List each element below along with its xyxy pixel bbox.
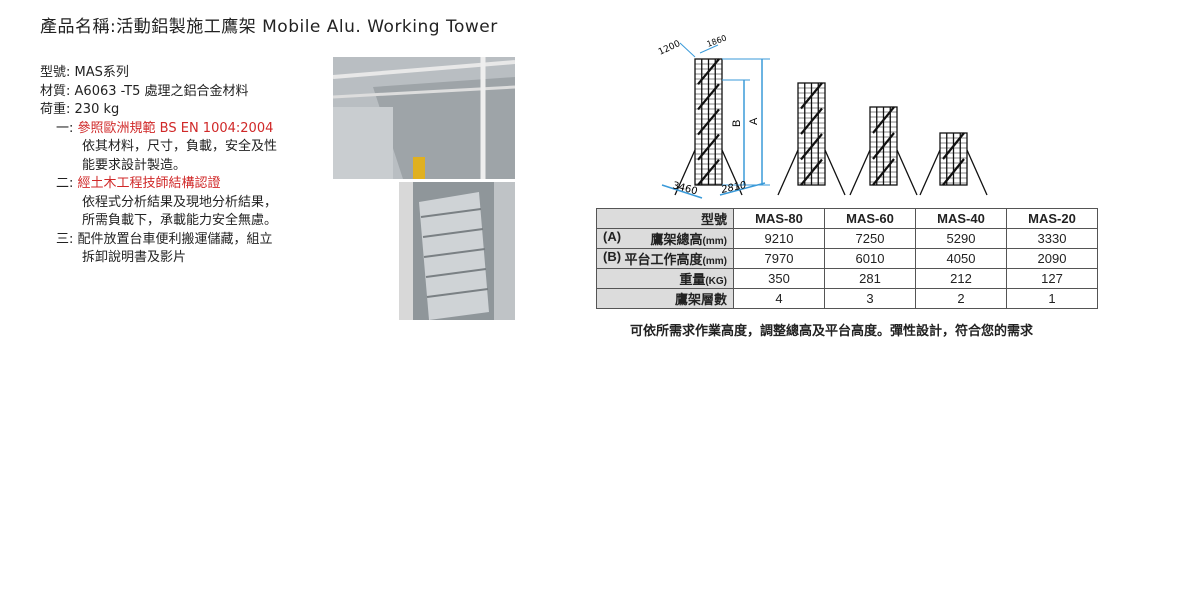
table-cell: 6010 — [824, 248, 916, 269]
table-cell: 4050 — [915, 248, 1007, 269]
table-cell: 2 — [915, 288, 1007, 309]
tower-mas-80 — [674, 58, 743, 196]
stairs-photo — [399, 182, 515, 320]
footnote: 可依所需求作業高度，調整總高及平台高度。彈性設計，符合您的需求 — [630, 324, 1034, 339]
table-cell: 3 — [824, 288, 916, 309]
table-cell: 2090 — [1006, 248, 1098, 269]
table-cell: 350 — [733, 268, 825, 289]
label-b: B — [731, 120, 743, 127]
label-a: A — [748, 117, 760, 125]
tower-mas-40 — [849, 106, 918, 196]
table-cell: 7970 — [733, 248, 825, 269]
point-3: 三: 配件放置台車便利搬運儲藏，組立 — [56, 231, 273, 247]
dim-depth: 1860 — [706, 35, 728, 49]
table-cell: 212 — [915, 268, 1007, 289]
table-cell: 4 — [733, 288, 825, 309]
table-cell: 3330 — [1006, 228, 1098, 249]
tower-mas-60 — [777, 82, 846, 196]
product-title: 產品名稱:活動鋁製施工鷹架 Mobile Alu. Working Tower — [40, 17, 498, 37]
table-cell: 281 — [824, 268, 916, 289]
spec-table: 型號 MAS-80 MAS-60 MAS-40 MAS-20 (A)鷹架總高(m… — [596, 208, 1098, 309]
tower-mas-20 — [919, 132, 988, 196]
dim-base2: 2810 — [720, 180, 747, 196]
spec-list: 型號: MAS系列 材質: A6063 -T5 處理之鋁合金材料 荷重: 230… — [40, 65, 278, 265]
platform-photo — [333, 57, 515, 179]
dim-width: 1200 — [657, 39, 682, 58]
spec-material: 材質: A6063 -T5 處理之鋁合金材料 — [40, 83, 249, 99]
table-cell: 5290 — [915, 228, 1007, 249]
table-header-row: 型號 MAS-80 MAS-60 MAS-40 MAS-20 — [596, 208, 1098, 229]
table-cell: 9210 — [733, 228, 825, 249]
table-cell: 127 — [1006, 268, 1098, 289]
point-1: 一: 參照歐洲規範 BS EN 1004:2004 — [56, 120, 274, 136]
table-cell: 1 — [1006, 288, 1098, 309]
point-2: 二: 經土木工程技師結構認證 — [56, 176, 221, 191]
table-cell: 7250 — [824, 228, 916, 249]
spec-load: 荷重: 230 kg — [40, 102, 120, 117]
spec-model: 型號: MAS系列 — [40, 65, 129, 80]
